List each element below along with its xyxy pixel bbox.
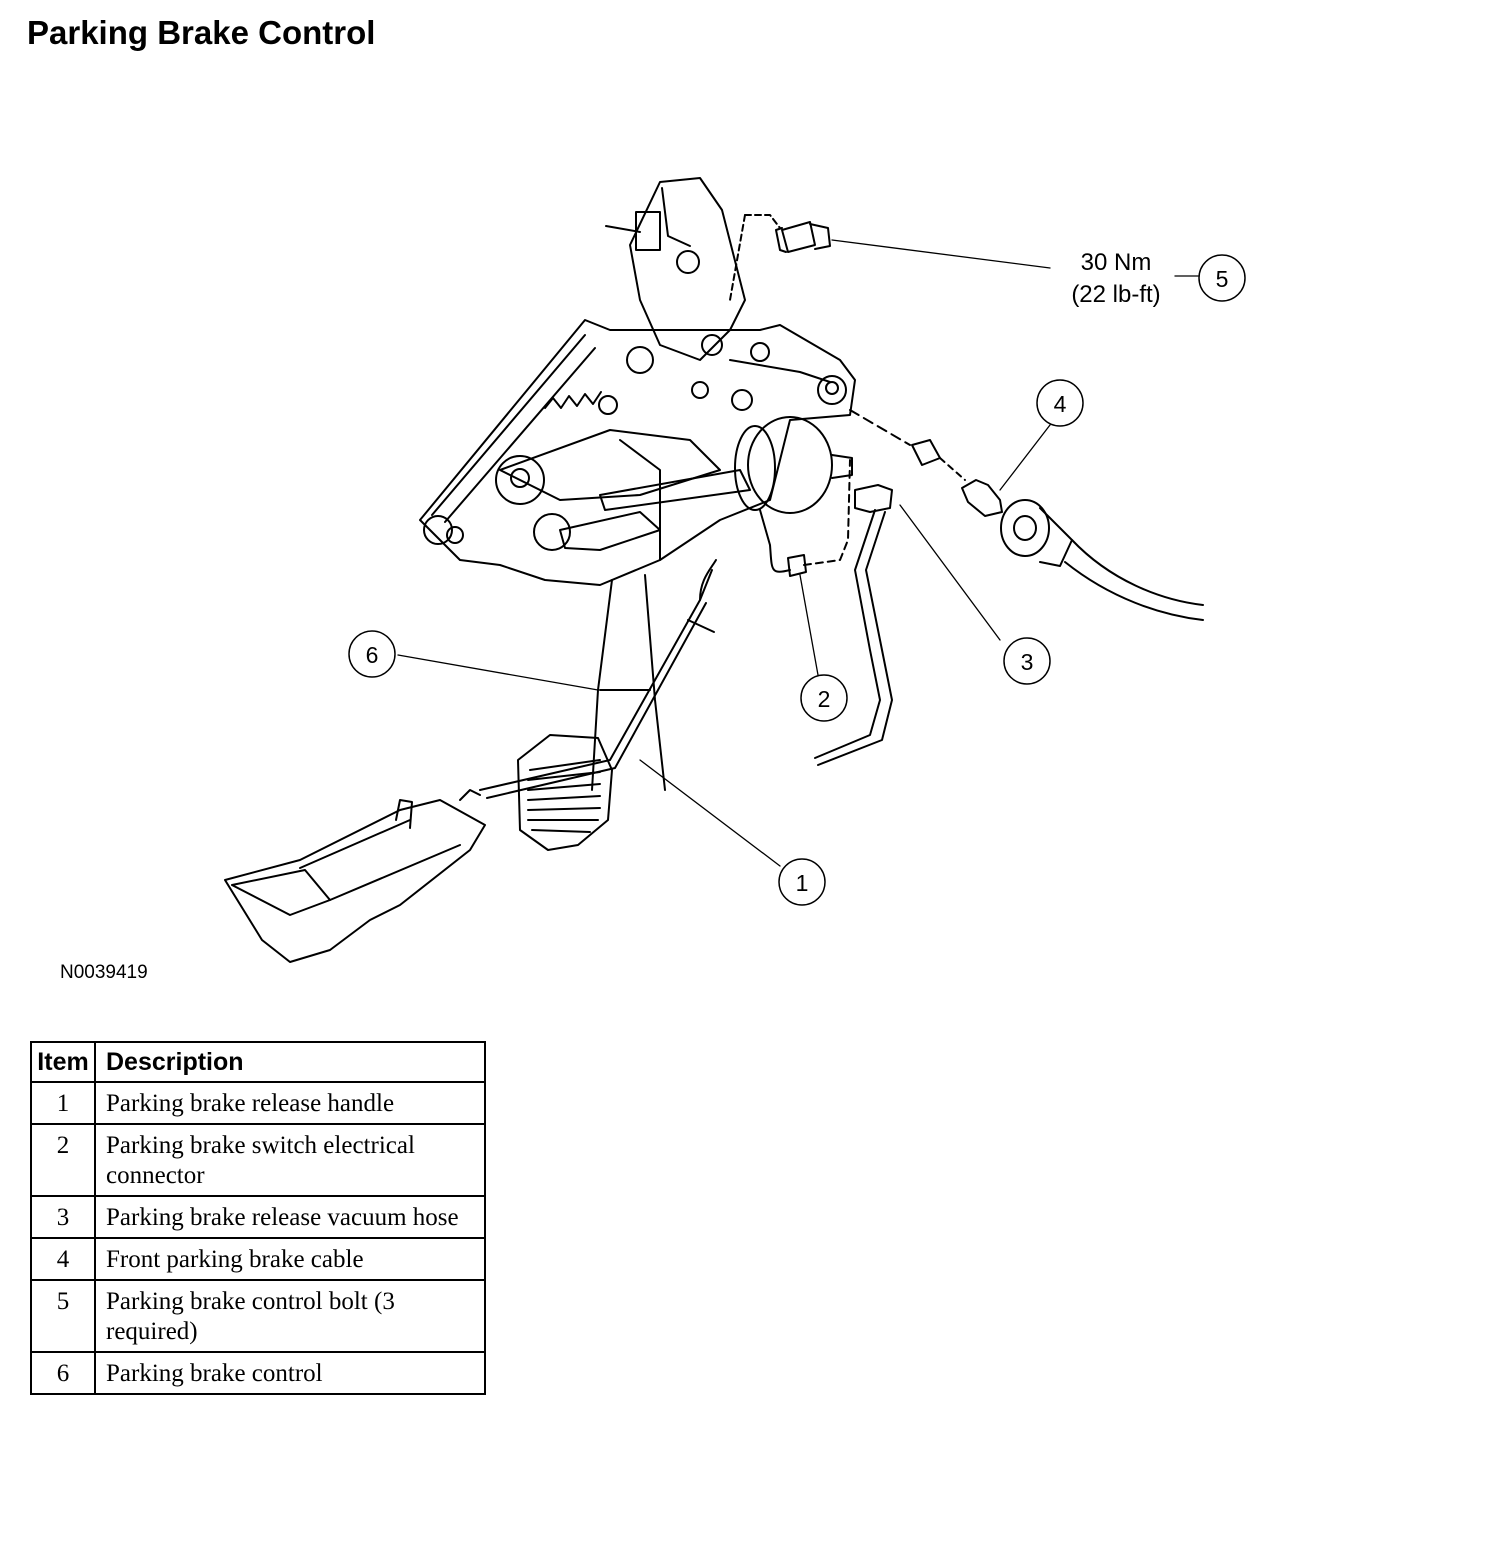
item-description: Parking brake switch electrical connecto… [94, 1123, 486, 1197]
mounting-bracket [605, 177, 746, 361]
vacuum-hose [814, 484, 893, 766]
table-row: 6 Parking brake control [30, 1351, 486, 1395]
item-description: Parking brake control [94, 1351, 486, 1395]
callout-circles [348, 254, 1246, 906]
table-row: 4 Front parking brake cable [30, 1237, 486, 1281]
item-description: Parking brake control bolt (3 required) [94, 1279, 486, 1353]
callout-4: 4 [1054, 391, 1067, 417]
callout-3: 3 [1021, 649, 1034, 675]
item-description: Parking brake release handle [94, 1081, 486, 1125]
item-description: Front parking brake cable [94, 1237, 486, 1281]
item-number: 4 [30, 1237, 96, 1281]
release-motor [734, 416, 853, 514]
table-row: 1 Parking brake release handle [30, 1081, 486, 1125]
torque-value-nm: 30 Nm [1081, 249, 1152, 276]
switch-connector [759, 459, 851, 577]
page-title: Parking Brake Control [27, 14, 376, 51]
table-row: 5 Parking brake control bolt (3 required… [30, 1279, 486, 1353]
callout-5: 5 [1216, 266, 1229, 292]
legend-table: Item Description 1 Parking brake release… [30, 1041, 486, 1395]
item-description: Parking brake release vacuum hose [94, 1195, 486, 1239]
callout-6: 6 [366, 642, 379, 668]
parking-brake-diagram: 1 2 3 4 5 6 30 Nm (22 lb-ft) [224, 177, 1246, 963]
leader-lines [397, 239, 1199, 867]
item-number: 2 [30, 1123, 96, 1197]
callout-2: 2 [818, 686, 831, 712]
release-handle [224, 559, 717, 963]
front-cable [849, 409, 1204, 621]
torque-value-lbft: (22 lb-ft) [1071, 281, 1160, 308]
table-header-row: Item Description [30, 1041, 486, 1083]
table-row: 2 Parking brake switch electrical connec… [30, 1123, 486, 1197]
item-number: 3 [30, 1195, 96, 1239]
item-number: 1 [30, 1081, 96, 1125]
pedal-pad [517, 734, 613, 851]
table-row: 3 Parking brake release vacuum hose [30, 1195, 486, 1239]
item-number: 6 [30, 1351, 96, 1395]
column-header-description: Description [94, 1041, 486, 1083]
column-header-item: Item [30, 1041, 96, 1083]
control-body [419, 319, 856, 586]
callout-1: 1 [796, 870, 809, 896]
control-bolt [729, 214, 831, 301]
item-number: 5 [30, 1279, 96, 1353]
figure-id: N0039419 [60, 962, 148, 983]
